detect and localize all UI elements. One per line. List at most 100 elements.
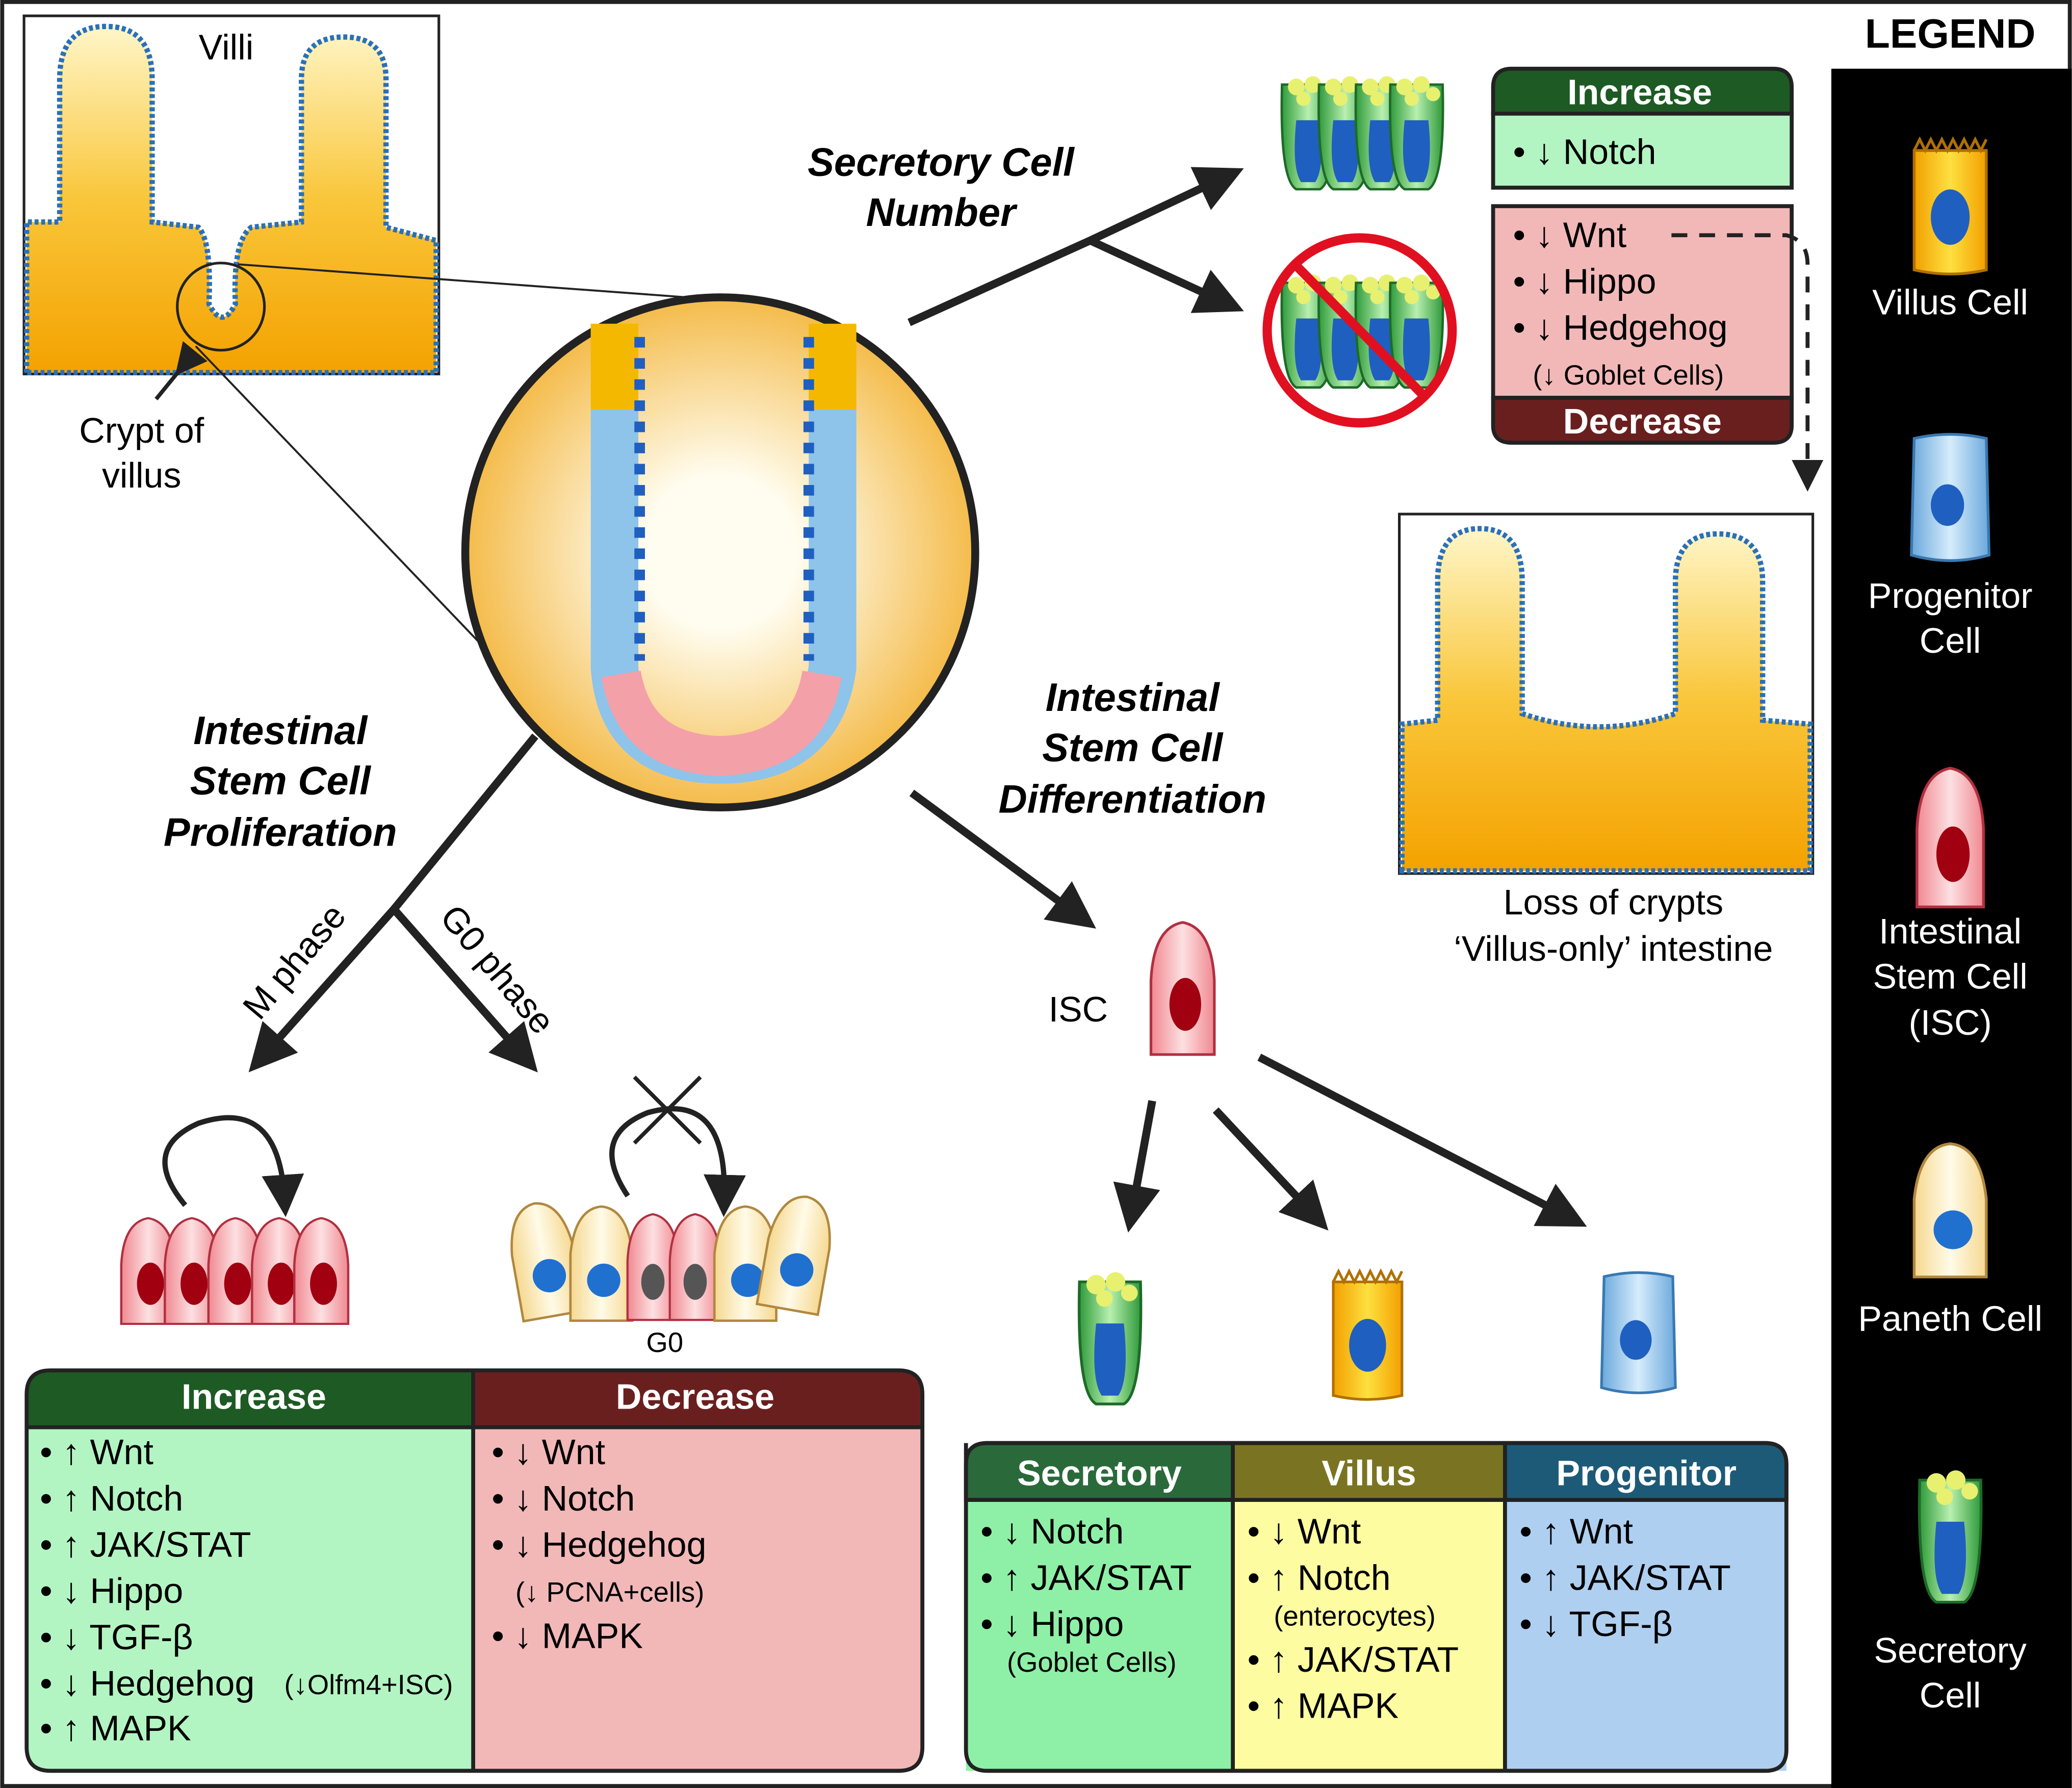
column-header-progenitor: Progenitor: [1556, 1453, 1737, 1493]
crypt-zoom-circle: [461, 293, 979, 812]
pathway-item: • ↑ Wnt: [1519, 1512, 1633, 1551]
isc-cell-icon: [1151, 923, 1214, 1055]
legend-label: Paneth Cell: [1858, 1298, 2042, 1338]
g0-cells: [504, 1191, 838, 1321]
section-title: Differentiation: [998, 778, 1266, 822]
legend-villus-cell: Villus Cell: [1872, 139, 2028, 322]
secretory-cell-icon: [1079, 1272, 1141, 1403]
legend-label: (ISC): [1909, 1003, 1992, 1042]
proliferation-section: Intestinal Stem Cell Proliferation M pha…: [24, 709, 925, 1773]
pathway-item: • ↑ JAK/STAT: [1248, 1640, 1459, 1679]
zoom-line: [238, 263, 688, 298]
increase-box-top: Increase • ↓ Notch: [1491, 66, 1794, 190]
differentiation-section: Intestinal Stem Cell Differentiation ISC…: [909, 676, 1789, 1773]
pathway-note: (Goblet Cells): [1007, 1647, 1177, 1678]
column-header-secretory: Secretory: [1017, 1453, 1182, 1493]
secretory-cells-increased: [1282, 76, 1443, 190]
villi-panel: Villi Crypt of villus: [22, 14, 441, 495]
progenitor-cell-icon: [1601, 1272, 1675, 1393]
legend-label: Intestinal: [1879, 911, 2022, 951]
pathway-item: • ↑ JAK/STAT: [40, 1525, 251, 1565]
column-header-villus: Villus: [1322, 1453, 1416, 1493]
section-title: Secretory Cell: [808, 141, 1075, 185]
g0-label: G0: [646, 1327, 684, 1358]
pathway-item: • ↑ JAK/STAT: [980, 1557, 1192, 1597]
legend-label: Villus Cell: [1872, 283, 2028, 322]
pathway-item: • ↓ Wnt: [1513, 215, 1626, 255]
isc-cell-icon: [1917, 768, 1984, 907]
increase-header: Increase: [1567, 72, 1712, 112]
pathway-note: (↓Olfm4+ISC): [284, 1669, 453, 1700]
legend-paneth-cell: Paneth Cell: [1858, 1144, 2042, 1338]
pathway-item: • ↑ JAK/STAT: [1519, 1557, 1730, 1597]
section-title: Stem Cell: [190, 759, 372, 803]
pathway-item: • ↓ Wnt: [1248, 1512, 1361, 1551]
pathway-item: • ↓ Notch: [1513, 132, 1656, 171]
legend-label: Stem Cell: [1873, 956, 2028, 996]
section-title: Number: [866, 191, 1018, 235]
villi-label: Villi: [199, 28, 254, 67]
paneth-cell-icon: [1914, 1144, 1986, 1277]
pathway-item: • ↓ Hedgehog: [1513, 308, 1727, 347]
pathway-item: • ↓ Notch: [491, 1478, 635, 1518]
pathway-note: (↓ Goblet Cells): [1533, 360, 1724, 391]
villus-cell-icon: [1333, 1271, 1402, 1399]
isc-label: ISC: [1049, 989, 1108, 1029]
isc-cells-dividing: [121, 1218, 348, 1324]
secretory-cell-icon: [1920, 1470, 1981, 1602]
pathway-item: • ↑ Notch: [40, 1478, 183, 1518]
dashed-arrow: [1671, 233, 1824, 492]
self-renewal-loop-icon: [162, 1115, 304, 1217]
section-title: Intestinal: [193, 709, 368, 753]
legend-isc-cell: Intestinal Stem Cell (ISC): [1873, 768, 2028, 1042]
differentiation-table: Secretory Villus Progenitor • ↓ Notch • …: [964, 1441, 1789, 1773]
progenitor-cell-icon: [1911, 435, 1989, 561]
legend-label: Progenitor: [1868, 576, 2033, 616]
crypt-highlight: [176, 262, 266, 352]
pathway-item: • ↓ Hedgehog: [40, 1664, 254, 1703]
pathway-item: • ↓ Wnt: [491, 1432, 605, 1472]
zoom-line: [195, 345, 523, 688]
legend-title: LEGEND: [1865, 11, 2036, 57]
pathway-item: • ↓ Hippo: [1513, 261, 1656, 301]
legend-label: Secretory: [1874, 1630, 2026, 1670]
pathway-item: • ↓ Hippo: [40, 1571, 183, 1611]
pathway-item: • ↓ MAPK: [491, 1616, 643, 1655]
cross-icon: [633, 1076, 702, 1145]
villus-cell-icon: [1914, 139, 1986, 274]
pathway-item: • ↓ TGF-β: [1519, 1604, 1672, 1644]
villi-illustration: [24, 23, 439, 375]
pathway-item: • ↑ Notch: [1248, 1557, 1391, 1597]
legend-label: Cell: [1920, 1675, 1981, 1715]
villus-only-panel: Loss of crypts ‘Villus-only’ intestine: [1398, 513, 1815, 968]
pathway-note: (↓ PCNA+cells): [515, 1577, 704, 1608]
g0-phase-arrow: [391, 906, 538, 1072]
legend-label: Cell: [1920, 621, 1981, 660]
proliferation-table: Increase Decrease • ↑ Wnt • ↑ Notch • ↑ …: [24, 1368, 925, 1773]
legend: LEGEND Villus Cell Progenitor Cell Intes…: [1831, 11, 2072, 1788]
pathway-note: (enterocytes): [1274, 1600, 1436, 1631]
prohibited-icon: [1262, 233, 1457, 428]
pathway-item: • ↓ TGF-β: [40, 1617, 193, 1657]
caption: Loss of crypts: [1504, 882, 1724, 922]
secretory-cells-decreased: [1262, 233, 1457, 428]
increase-header: Increase: [182, 1376, 326, 1416]
decrease-header: Decrease: [1563, 401, 1722, 441]
pathway-item: • ↑ Wnt: [40, 1432, 153, 1472]
decrease-header: Decrease: [616, 1376, 774, 1416]
legend-secretory-cell: Secretory Cell: [1874, 1470, 2027, 1715]
secretory-number-section: Secretory Cell Number Increase • ↓ Notch…: [808, 66, 1824, 492]
blocked-loop-icon: [609, 1106, 746, 1217]
pathway-item: • ↑ MAPK: [40, 1708, 191, 1748]
pathway-item: • ↓ Hedgehog: [491, 1525, 706, 1565]
pathway-item: • ↓ Hippo: [980, 1604, 1124, 1644]
section-title: Proliferation: [164, 810, 397, 854]
decrease-box-top: • ↓ Wnt • ↓ Hippo • ↓ Hedgehog (↓ Goblet…: [1491, 204, 1794, 445]
section-title: Intestinal: [1046, 676, 1221, 720]
decrease-arrow: [1088, 237, 1244, 313]
section-title: Stem Cell: [1042, 726, 1224, 770]
pathway-item: • ↓ Notch: [980, 1512, 1124, 1551]
crypt-label: Crypt of: [79, 411, 204, 450]
crypt-label: villus: [102, 455, 181, 495]
